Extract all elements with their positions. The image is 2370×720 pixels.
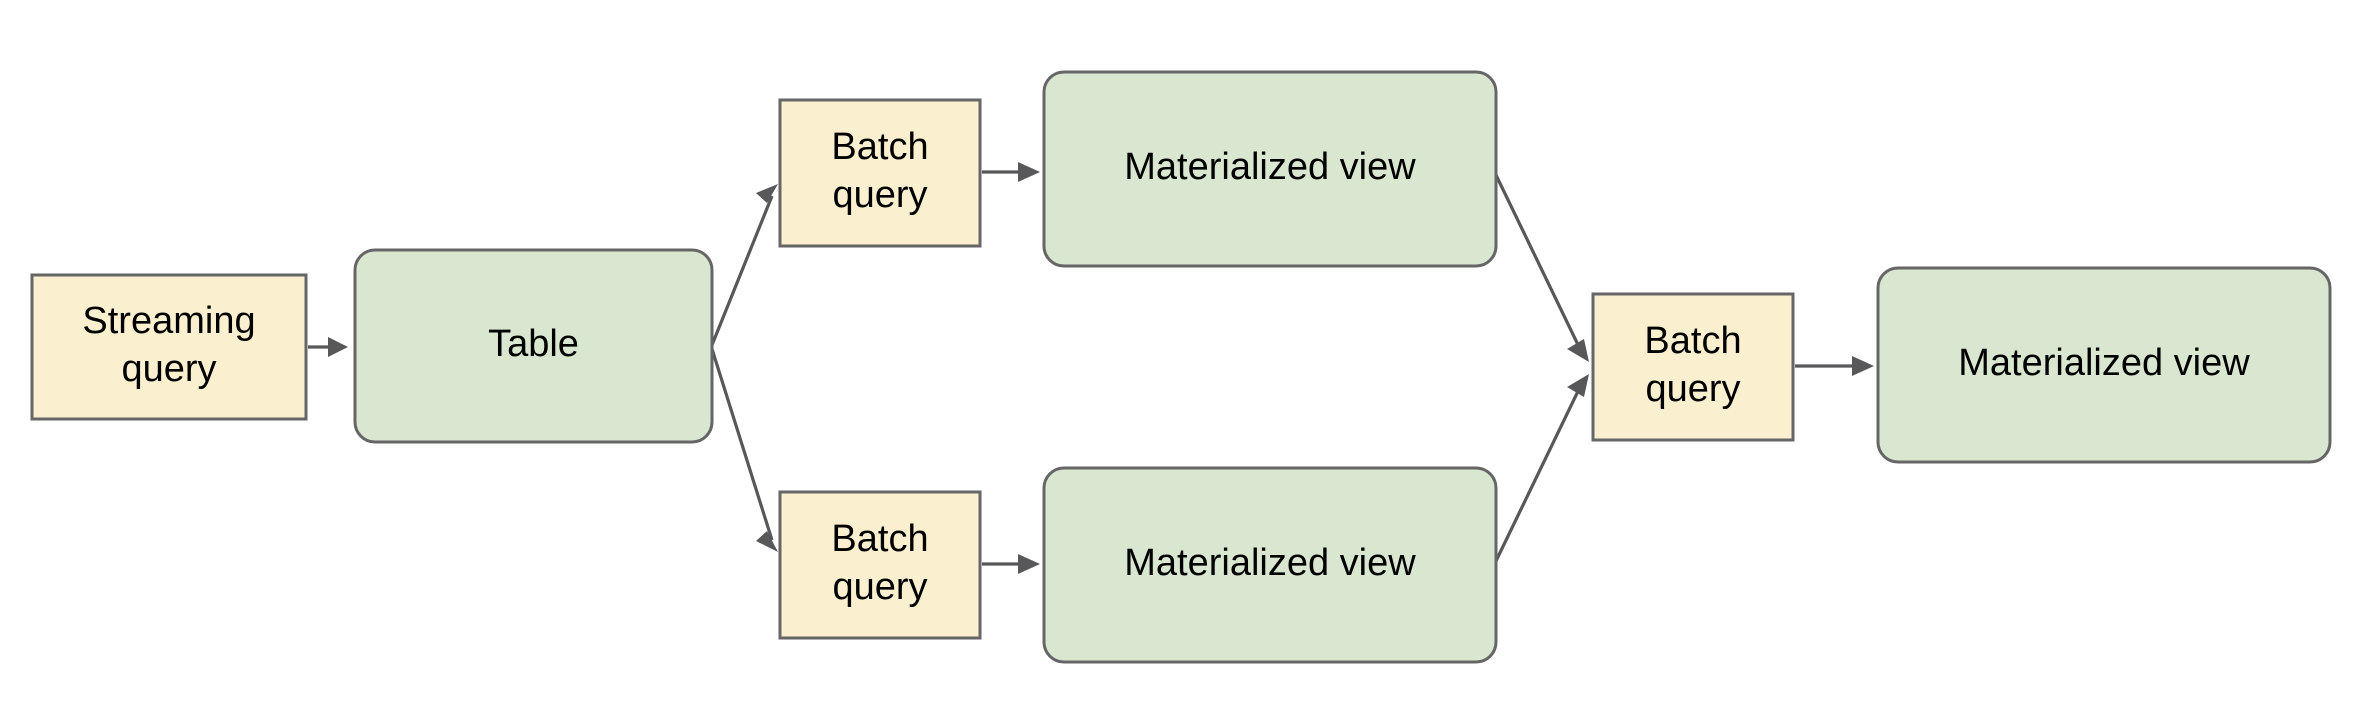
edge-line	[1494, 384, 1583, 562]
edge-line	[1494, 174, 1583, 352]
node-materialized-view-top[interactable]: Materialized view	[1042, 70, 1498, 268]
node-table[interactable]: Table	[353, 248, 714, 444]
edge-table-to-batch-bottom	[710, 348, 778, 552]
node-box[interactable]	[30, 273, 308, 421]
node-label: Materialized view	[1124, 542, 1416, 584]
arrowhead-icon	[1567, 339, 1589, 362]
edge-streaming-to-table	[308, 337, 348, 357]
arrowhead-icon	[1567, 374, 1589, 397]
edge-batch-merge-to-mv-final	[1795, 356, 1874, 376]
node-box[interactable]	[778, 98, 982, 248]
node-label: Materialized view	[1958, 342, 2250, 384]
edge-layer	[308, 162, 1874, 574]
edge-mv-top-to-batch-merge	[1494, 174, 1589, 362]
node-box[interactable]	[1042, 466, 1498, 664]
edge-batch-top-to-mv-top	[982, 162, 1040, 182]
arrowhead-icon	[756, 184, 778, 203]
edge-mv-bottom-to-batch-merge	[1494, 374, 1589, 562]
node-box[interactable]	[1042, 70, 1498, 268]
edge-line	[710, 348, 774, 541]
edge-table-to-batch-top	[710, 184, 778, 346]
node-box[interactable]	[1591, 292, 1795, 442]
arrowhead-icon	[1018, 554, 1040, 574]
arrowhead-icon	[1018, 162, 1040, 182]
arrowhead-icon	[328, 337, 348, 357]
node-materialized-view-final[interactable]: Materialized view	[1876, 266, 2332, 464]
arrowhead-icon	[756, 531, 778, 552]
node-label: Materialized view	[1124, 146, 1416, 188]
node-box[interactable]	[778, 490, 982, 640]
node-box[interactable]	[353, 248, 714, 444]
arrowhead-icon	[1852, 356, 1874, 376]
edge-line	[710, 195, 774, 346]
node-box[interactable]	[1876, 266, 2332, 464]
node-materialized-view-bottom[interactable]: Materialized view	[1042, 466, 1498, 664]
edge-batch-bottom-to-mv-bottom	[982, 554, 1040, 574]
node-label: Table	[488, 323, 579, 365]
